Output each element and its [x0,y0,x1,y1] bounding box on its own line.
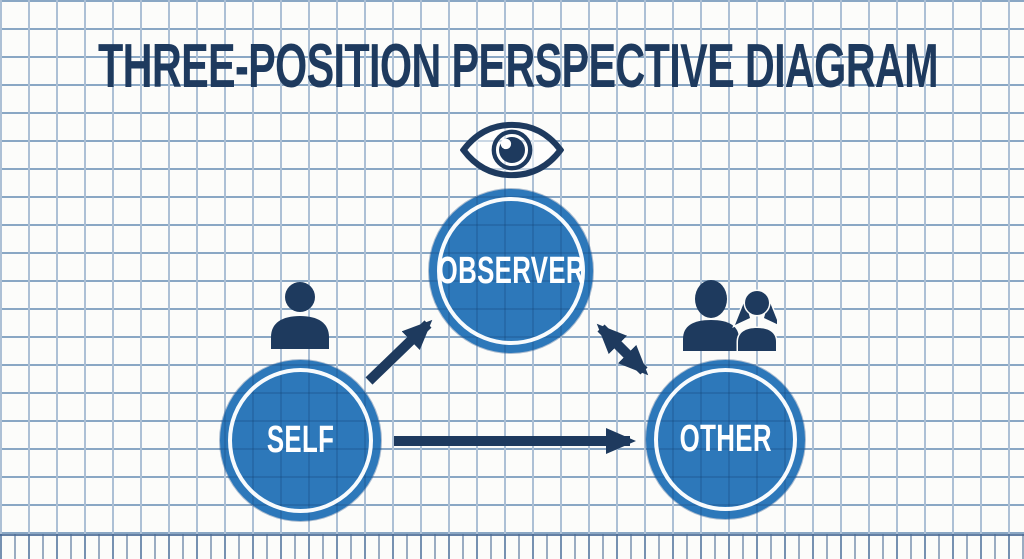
people-icon [683,280,777,351]
node-self-label: SELF [266,419,335,461]
node-self: SELF [220,360,381,521]
grid-dense-bottom-strip [0,534,1024,559]
node-other: OTHER [646,360,805,519]
node-other-label: OTHER [679,418,772,460]
node-observer: OBSERVER [429,189,593,353]
arrow-observer-other-two-way [596,323,649,376]
person-icon [271,282,329,349]
title-area: THREE-POSITION PERSPECTIVE DIAGRAM [98,32,939,101]
page-title: THREE-POSITION PERSPECTIVE DIAGRAM [98,32,938,101]
eye-icon [460,121,564,179]
arrow-self-to-observer [365,319,433,385]
node-observer-label: OBSERVER [437,249,585,292]
